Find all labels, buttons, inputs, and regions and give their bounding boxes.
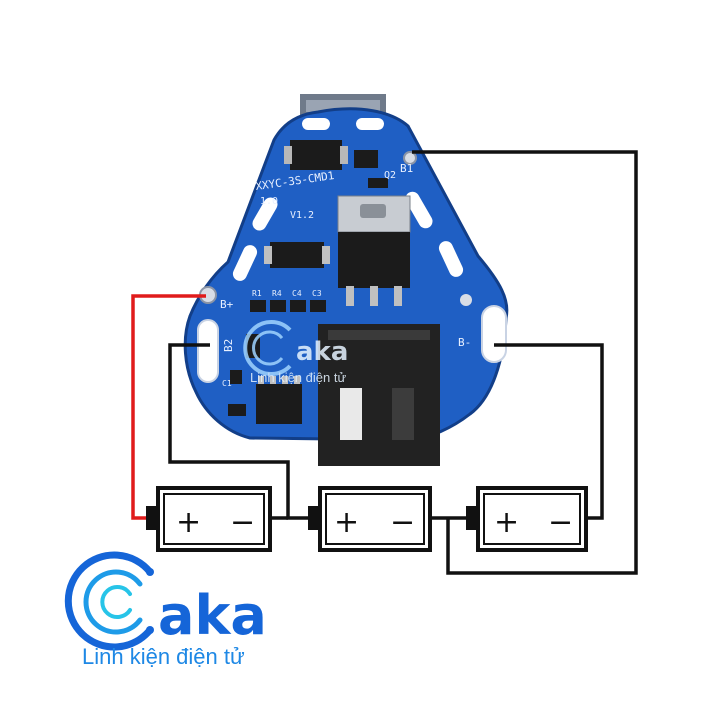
wire-b1 <box>412 150 638 575</box>
pad-b2-slot <box>197 319 219 383</box>
wire-b-minus <box>494 343 604 520</box>
brand-logo: aka Linh kiện điện tử <box>64 551 267 669</box>
mosfet-top <box>290 140 342 170</box>
battery-cell-3-body <box>476 486 588 552</box>
battery-cell-1-plus: + <box>176 505 201 540</box>
battery-cell-3-minus: − <box>548 505 573 540</box>
battery-pack: + − + − + − <box>146 486 588 552</box>
pcb-label-b-minus: B- <box>458 336 471 349</box>
wiring <box>131 150 638 575</box>
pcb-label-r4: R4 <box>272 289 282 298</box>
logo-tagline: Linh kiện điện tử <box>82 644 245 669</box>
pcb-revision-label: 1.0 <box>260 196 278 207</box>
battery-cell-2-plus: + <box>334 505 359 540</box>
logo-wordmark: aka <box>158 584 267 647</box>
watermark-tagline: Linh kiện điện tử <box>250 370 346 385</box>
pcb-label-c4: C4 <box>292 289 302 298</box>
pad-b1 <box>403 151 417 165</box>
pcb-label-b-plus: B+ <box>220 298 234 311</box>
transistor-q2 <box>354 150 378 168</box>
board-watermark: aka Linh kiện điện tử <box>243 320 348 385</box>
battery-cell-2: + − <box>308 486 432 552</box>
logo-c-icon <box>64 551 154 651</box>
battery-cell-2-body <box>318 486 432 552</box>
pcb-version-label: V1.2 <box>290 210 314 221</box>
battery-cell-1-minus: − <box>230 505 255 540</box>
pcb-label-r1: R1 <box>252 289 262 298</box>
battery-cell-1-body <box>156 486 272 552</box>
watermark-wordmark: aka <box>296 337 348 367</box>
wire-b2 <box>168 343 316 520</box>
pcb-label-q2: Q2 <box>384 170 396 181</box>
pcb-label-b1: B1 <box>400 162 413 175</box>
battery-cell-3: + − <box>466 486 588 552</box>
mosfet-main <box>338 232 410 288</box>
battery-cell-1: + − <box>146 486 272 552</box>
bms-pcb-board: XXYC-3S-CMD1 1.0 V1.2 B1 Q2 B+ B- B2 R1 … <box>183 94 509 466</box>
pcb-label-b2: B2 <box>222 339 235 352</box>
pcb-label-c1: C1 <box>222 379 232 388</box>
ic-chip <box>256 384 302 424</box>
battery-cell-3-plus: + <box>494 505 519 540</box>
resistor-r2 <box>270 242 324 268</box>
pcb-label-c3: C3 <box>312 289 322 298</box>
output-terminal <box>318 324 440 466</box>
pad-b-minus-slot <box>481 305 507 363</box>
battery-cell-2-minus: − <box>390 505 415 540</box>
wire-positive-red <box>131 294 206 520</box>
